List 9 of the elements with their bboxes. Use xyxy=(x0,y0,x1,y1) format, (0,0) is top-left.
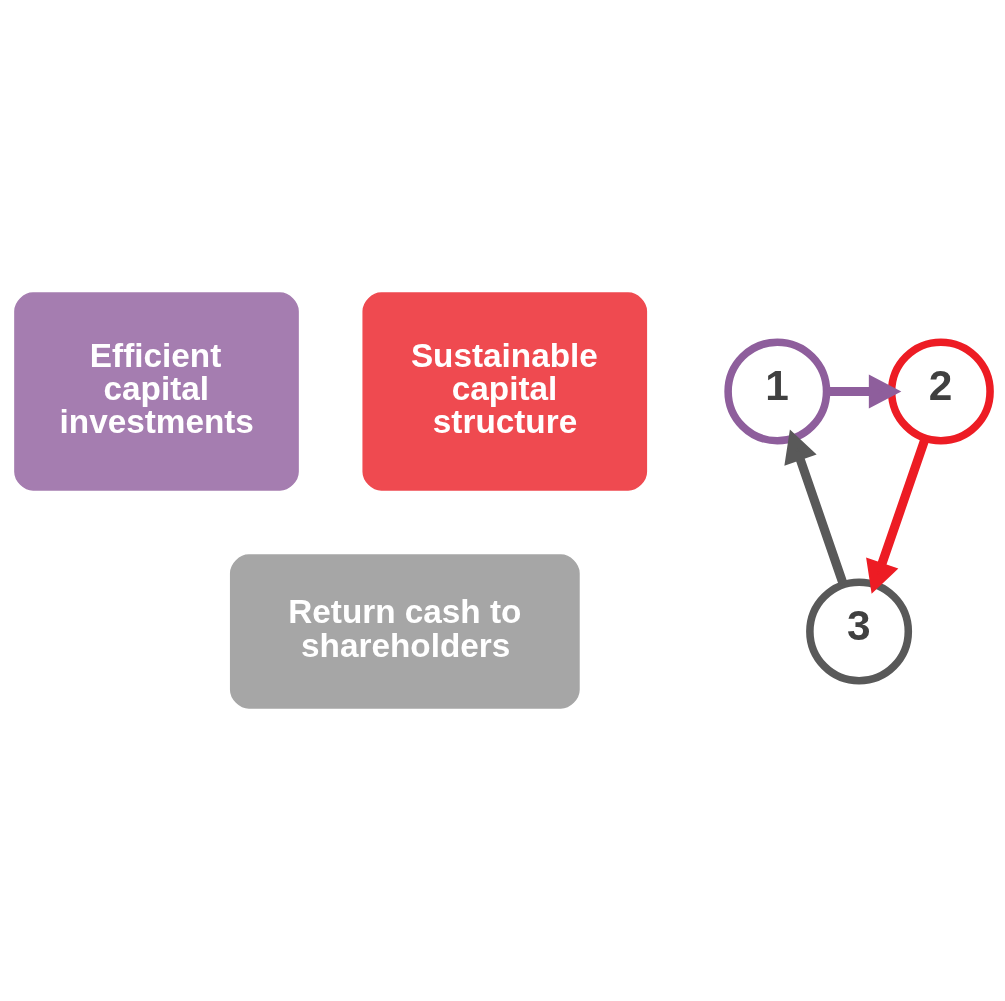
arrow xyxy=(866,437,930,594)
arrow xyxy=(827,374,902,409)
node-box: Sustainable capital structure xyxy=(362,292,648,491)
node-box: Return cash to shareholders xyxy=(229,554,580,709)
node-circle: 1 xyxy=(724,338,831,445)
node-box: Efficient capital investments xyxy=(14,292,299,491)
node-circle: 3 xyxy=(806,578,913,685)
node-circle: 2 xyxy=(887,338,994,445)
arrow xyxy=(784,429,848,586)
